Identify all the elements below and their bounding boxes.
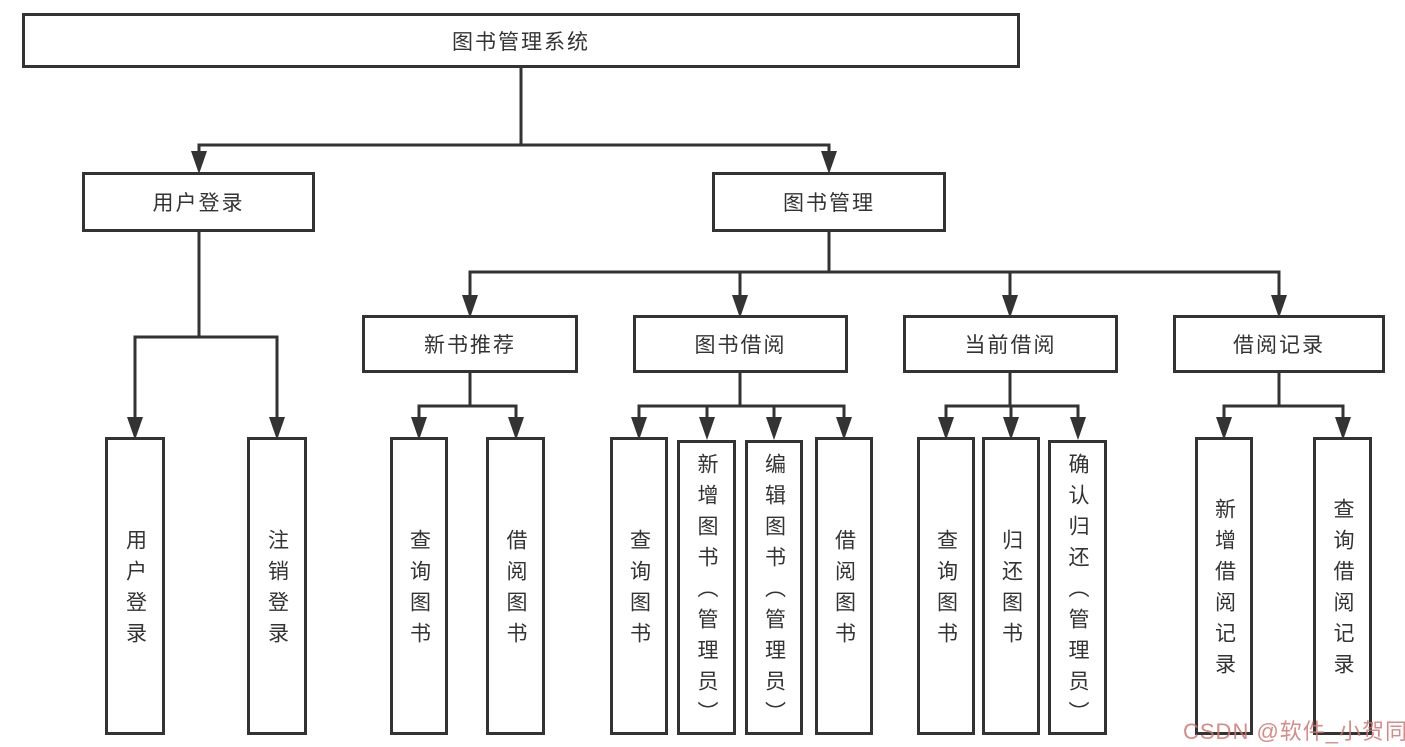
arrowhead bbox=[191, 151, 207, 174]
leaf-user-login: 用户登录 bbox=[105, 437, 165, 735]
leaf-user-login-label: 用户登录 bbox=[123, 529, 147, 653]
node-user-login: 用户登录 bbox=[82, 172, 315, 232]
leaf-recommend-borrow-books-label: 借阅图书 bbox=[504, 529, 527, 653]
connector-current-to-leaves bbox=[944, 371, 1080, 424]
leaf-current-confirm-return-admin-label: 确认归还（管理员） bbox=[1066, 453, 1089, 732]
leaf-records-add-record-label: 新增借阅记录 bbox=[1212, 498, 1236, 684]
leaf-recommend-query-books-label: 查询图书 bbox=[407, 529, 431, 653]
leaf-borrow-edit-books-admin-label: 编辑图书（管理员） bbox=[762, 453, 786, 732]
leaf-borrow-query-books: 查询图书 bbox=[610, 437, 668, 735]
leaf-logout-label: 注销登录 bbox=[265, 529, 289, 653]
connector-login-to-leaves bbox=[133, 230, 279, 424]
arrowhead bbox=[938, 417, 954, 440]
node-root-label: 图书管理系统 bbox=[452, 30, 590, 54]
arrowhead bbox=[462, 295, 478, 318]
node-book-borrow: 图书借阅 bbox=[633, 315, 848, 373]
connector-root-to-level2 bbox=[197, 66, 831, 158]
connector-recommend-to-leaves bbox=[417, 371, 518, 424]
arrowhead bbox=[821, 151, 837, 174]
arrowhead bbox=[836, 417, 852, 440]
node-user-login-label: 用户登录 bbox=[152, 192, 245, 215]
leaf-borrow-borrow-books: 借阅图书 bbox=[815, 437, 873, 735]
leaf-borrow-borrow-books-label: 借阅图书 bbox=[832, 529, 856, 653]
arrowhead bbox=[508, 417, 524, 440]
arrowhead bbox=[766, 417, 782, 440]
node-new-book-recommend: 新书推荐 bbox=[362, 315, 578, 373]
arrowhead bbox=[1002, 295, 1018, 318]
leaf-recommend-query-books: 查询图书 bbox=[390, 437, 448, 735]
leaf-current-query-books: 查询图书 bbox=[917, 437, 975, 735]
leaf-borrow-query-books-label: 查询图书 bbox=[627, 529, 651, 653]
arrowhead bbox=[1003, 417, 1019, 440]
leaf-records-query-record-label: 查询借阅记录 bbox=[1331, 498, 1354, 684]
node-book-borrow-label: 图书借阅 bbox=[694, 334, 787, 357]
node-root: 图书管理系统 bbox=[22, 13, 1020, 68]
arrowhead bbox=[411, 417, 427, 440]
connector-mgmt-to-level3 bbox=[468, 230, 1281, 302]
node-borrow-records: 借阅记录 bbox=[1173, 315, 1385, 373]
arrowhead bbox=[269, 417, 285, 440]
node-current-borrow-label: 当前借阅 bbox=[964, 334, 1057, 357]
node-borrow-records-label: 借阅记录 bbox=[1233, 334, 1325, 357]
leaf-borrow-add-books-admin-label: 新增图书（管理员） bbox=[695, 453, 718, 732]
arrowhead bbox=[1335, 417, 1351, 440]
leaf-logout: 注销登录 bbox=[247, 437, 307, 735]
arrowhead bbox=[1271, 295, 1287, 318]
arrowhead bbox=[699, 417, 715, 440]
leaf-borrow-edit-books-admin: 编辑图书（管理员） bbox=[745, 440, 803, 735]
arrowhead bbox=[1216, 417, 1232, 440]
node-book-management-label: 图书管理 bbox=[783, 192, 875, 215]
leaf-records-query-record: 查询借阅记录 bbox=[1313, 437, 1372, 735]
leaf-current-confirm-return-admin: 确认归还（管理员） bbox=[1048, 440, 1107, 735]
leaf-borrow-add-books-admin: 新增图书（管理员） bbox=[677, 440, 736, 735]
node-current-borrow: 当前借阅 bbox=[903, 315, 1118, 373]
arrowhead bbox=[1070, 417, 1086, 440]
connector-records-to-leaves bbox=[1222, 371, 1345, 424]
node-book-management: 图书管理 bbox=[712, 172, 946, 232]
leaf-records-add-record: 新增借阅记录 bbox=[1195, 437, 1253, 735]
arrowhead bbox=[631, 417, 647, 440]
node-new-book-recommend-label: 新书推荐 bbox=[424, 334, 516, 357]
leaf-current-return-books-label: 归还图书 bbox=[999, 529, 1023, 653]
arrowhead bbox=[127, 417, 143, 440]
leaf-current-query-books-label: 查询图书 bbox=[934, 529, 958, 653]
leaf-current-return-books: 归还图书 bbox=[982, 437, 1040, 735]
leaf-recommend-borrow-books: 借阅图书 bbox=[486, 437, 545, 735]
connector-borrow-to-leaves bbox=[637, 371, 846, 424]
arrowhead bbox=[732, 295, 748, 318]
